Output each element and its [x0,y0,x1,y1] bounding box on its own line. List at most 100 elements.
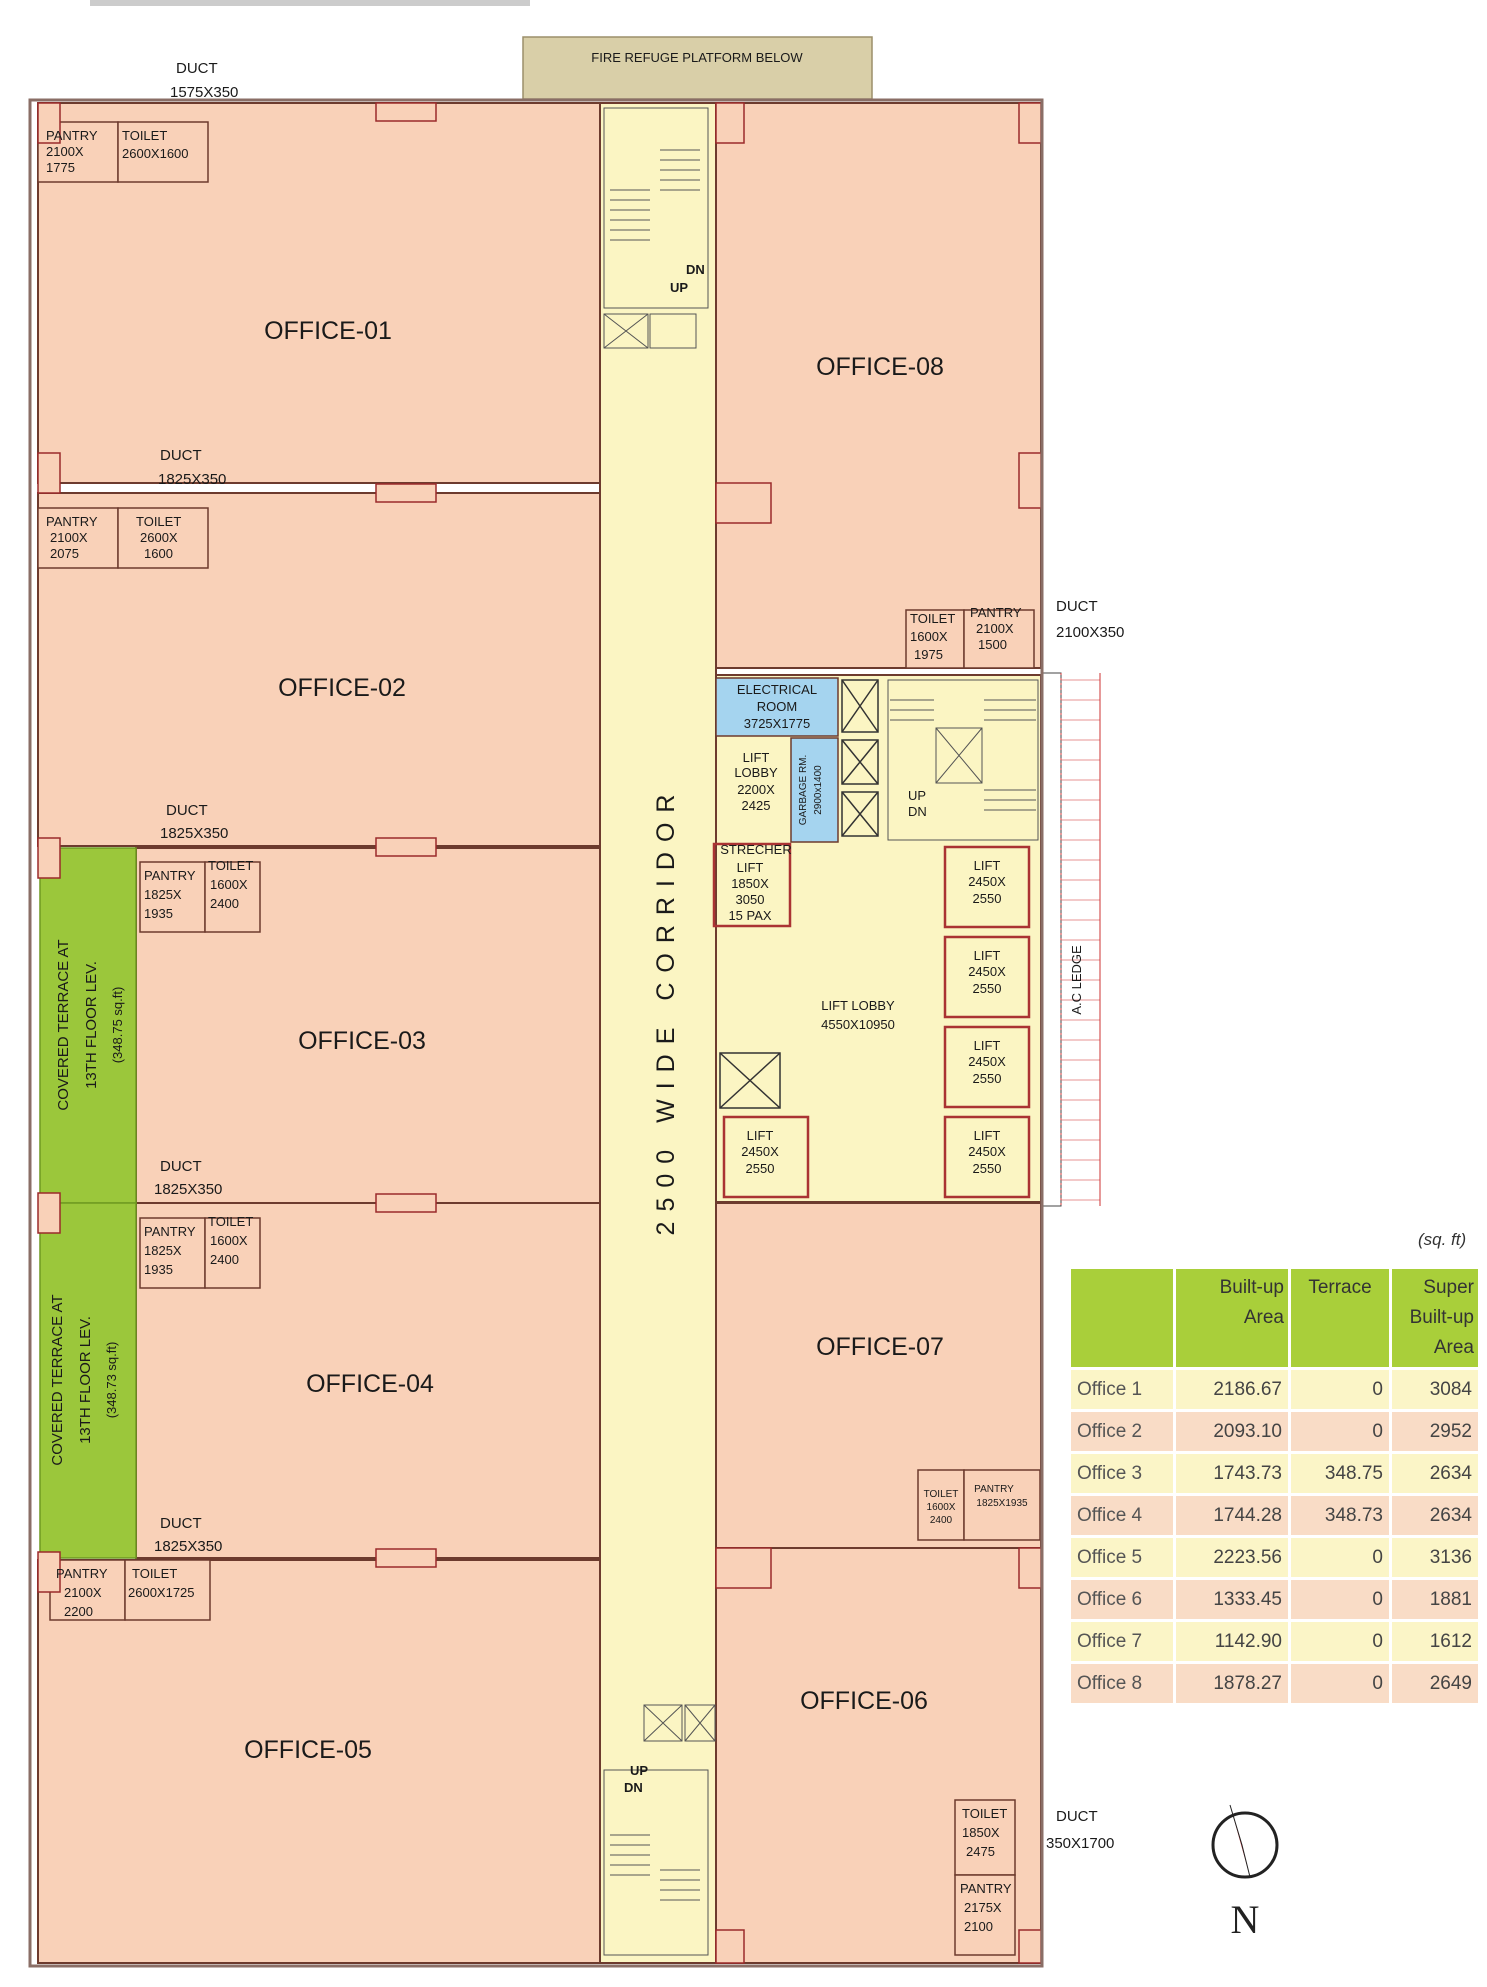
office-03-label: OFFICE-03 [298,1027,426,1055]
lift-4 [943,1115,1031,1199]
platform-label: FIRE REFUGE PLATFORM BELOW [591,50,803,65]
pantry-2-l3: 2075 [50,546,79,561]
toilet-2-l2: 2600X [140,530,178,545]
ac-ledge-label: A.C LEDGE [1069,945,1084,1015]
covered-terraces [39,847,137,1559]
corridor [599,102,717,1964]
pantry-1-l1: PANTRY [46,128,98,143]
table-row: Office 8 1878.27 0 2649 [1071,1664,1478,1703]
lift-2-l2: 2450X [968,964,1006,979]
office-06-label: OFFICE-06 [800,1687,928,1715]
table-cell-builtup: 1743.73 [1176,1454,1288,1493]
table-row: Office 4 1744.28 348.73 2634 [1071,1496,1478,1535]
lift-lobby-l2: 4550X10950 [821,1017,895,1032]
table-cell-builtup: 1744.28 [1176,1496,1288,1535]
toilet-8-l1: TOILET [910,611,955,626]
lift-lobby-small-l4: 2425 [742,798,771,813]
terrace-lower-l2: 13TH FLOOR LEV. [77,1316,94,1444]
garbage-l2: 2900x1400 [813,765,824,815]
duct-4-title: DUCT [160,1158,202,1175]
area-table-header-blank [1071,1269,1173,1367]
toilet-6-l3: 2475 [966,1844,995,1859]
pantry-labels: PANTRY 2100X 1775 PANTRY 2100X 2075 PANT… [46,128,1028,1934]
toilet-labels: TOILET 2600X1600 TOILET 2600X 1600 TOILE… [122,128,1007,1859]
toilet-3-l2: 1600X [210,877,248,892]
cropped-header-strip [90,0,530,6]
pantry-1-l2: 2100X [46,144,84,159]
table-cell-terrace: 0 [1291,1370,1389,1409]
lift-3-l1: LIFT [974,1038,1001,1053]
lift-5 [722,1115,810,1199]
stair-north-up: UP [670,280,688,295]
terrace-lower [39,1202,137,1559]
lift-lobby-small-l3: 2200X [737,782,775,797]
terrace-labels: COVERED TERRACE AT 13TH FLOOR LEV. (348.… [49,939,125,1465]
toilet-6-l2: 1850X [962,1825,1000,1840]
pantry-4-l2: 1825X [144,1243,182,1258]
table-cell-superbuiltup: 3136 [1392,1538,1478,1577]
duct-7-title: DUCT [1056,1808,1098,1825]
duct-labels: DUCT 1575X350 DUCT 1825X350 DUCT 1825X35… [154,60,1124,1852]
table-cell-superbuiltup: 2634 [1392,1496,1478,1535]
area-table-header-superbuiltup: Super Built-up Area [1392,1269,1478,1367]
table-cell-superbuiltup: 3084 [1392,1370,1478,1409]
toilet-5-l2: 2600X1725 [128,1585,195,1600]
toilet-3-l1: TOILET [208,858,253,873]
table-row: Office 2 2093.10 0 2952 [1071,1412,1478,1451]
table-cell-terrace: 0 [1291,1664,1389,1703]
corridor-label: 2500 WIDE CORRIDOR [652,785,680,1236]
pantry-4-l1: PANTRY [144,1224,196,1239]
stair-core-up: UP [908,788,926,803]
toilet-2-l3: 1600 [144,546,173,561]
toilet-4-l3: 2400 [210,1252,239,1267]
lift-3-l2: 2450X [968,1054,1006,1069]
table-cell-office: Office 3 [1071,1454,1173,1493]
pantry-6-l3: 2100 [964,1919,993,1934]
duct-6-size: 2100X350 [1056,624,1124,641]
garbage-room [790,737,839,843]
lift-lobby-l1: LIFT LOBBY [821,998,895,1013]
stair-south-dn: DN [624,1780,643,1795]
pantry-6-l2: 2175X [964,1900,1002,1915]
office-05-label: OFFICE-05 [244,1736,372,1764]
toilet-1-l1: TOILET [122,128,167,143]
terrace-lower-l3: (348.73 sq.ft) [104,1342,119,1419]
toilet-4-l2: 1600X [210,1233,248,1248]
stair-north-dn: DN [686,262,705,277]
core-shafts [719,679,879,1109]
pantry-7-l2: 1825X1935 [976,1498,1028,1509]
office-05-area [37,1559,601,1964]
duct-2-title: DUCT [160,447,202,464]
table-cell-terrace: 348.75 [1291,1454,1389,1493]
table-cell-builtup: 2186.67 [1176,1370,1288,1409]
table-row: Office 1 2186.67 0 3084 [1071,1370,1478,1409]
toilet-3-l3: 2400 [210,896,239,911]
core-stair [887,679,1039,841]
table-row: Office 6 1333.45 0 1881 [1071,1580,1478,1619]
stair-south-up: UP [630,1763,648,1778]
table-cell-builtup: 1142.90 [1176,1622,1288,1661]
table-row: Office 3 1743.73 348.75 2634 [1071,1454,1478,1493]
wet-areas [37,121,1041,1956]
lift-3-l3: 2550 [973,1071,1002,1086]
strecher-l2: 1850X [731,876,769,891]
fire-refuge-platform: FIRE REFUGE PLATFORM BELOW [522,36,873,100]
garbage-l1: GARBAGE RM. [798,755,809,826]
table-cell-builtup: 1333.45 [1176,1580,1288,1619]
lift-2-l3: 2550 [973,981,1002,996]
pantry-8-l3: 1500 [978,637,1007,652]
pantry-3-l1: PANTRY [144,868,196,883]
terrace-lower-l1: COVERED TERRACE AT [49,1294,66,1465]
toilet-7-l3: 2400 [930,1515,953,1526]
structural-columns [37,102,1042,1964]
pantry-5-l2: 2100X [64,1585,102,1600]
duct-7-size: 350X1700 [1046,1835,1114,1852]
area-table-header-builtup: Built-up Area [1176,1269,1288,1367]
table-cell-superbuiltup: 2952 [1392,1412,1478,1451]
pantry-6-l1: PANTRY [960,1881,1012,1896]
table-cell-office: Office 4 [1071,1496,1173,1535]
table-row: Office 5 2223.56 0 3136 [1071,1538,1478,1577]
toilet-1-l2: 2600X1600 [122,146,189,161]
duct-1-size: 1575X350 [170,84,238,101]
